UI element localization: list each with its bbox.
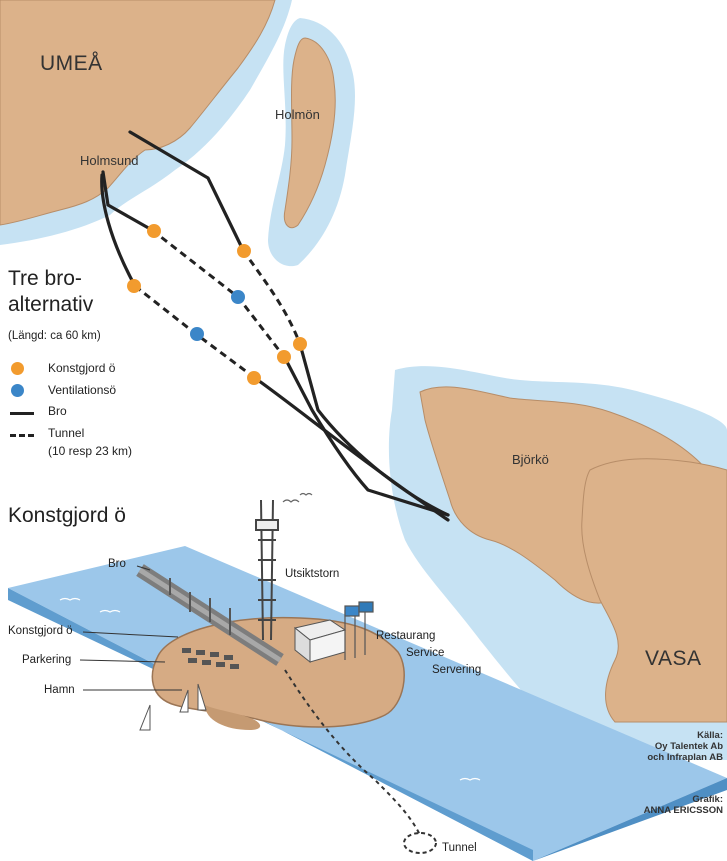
bridge-pylons [169,578,231,635]
place-label-holmsund: Holmsund [80,153,139,168]
route-middle-bridge-2 [283,356,450,517]
place-label-vasa: VASA [645,647,702,670]
ventilation-island-legend-symbol [11,384,24,397]
place-label-umea: UMEÅ [40,52,103,75]
inset-label-tunnel: Tunnel [442,842,477,854]
graphic-credit-line2: ANNA ERICSSON [643,805,723,816]
tower [255,499,279,641]
graphic-credit: Grafik: ANNA ERICSSON [644,794,723,816]
inset-label-parkering: Parkering [22,654,72,666]
waves [59,597,481,786]
inset-label-hamn: Hamn [44,684,75,696]
ventilation-island-marker [190,327,204,341]
route-islands [127,224,307,385]
route-north-bridge [128,130,245,252]
tunnel-exit [403,832,437,854]
artificial-island-marker [293,337,307,351]
artificial-island-marker [247,371,261,385]
route-middle-bridge [101,170,154,232]
route-middle-tunnel [151,228,287,359]
source-credit: Källa: Oy Talentek Ab och Infraplan AB [647,730,723,763]
legend-item-bridge: Bro [48,404,67,418]
legend-subtitle: (Längd: ca 60 km) [8,330,101,342]
route-south-bridge-2 [253,376,450,522]
land [0,0,727,723]
inset-label-servering: Servering [432,664,482,676]
inset-label-service: Service [406,647,445,659]
artificial-island-legend-symbol [11,362,24,375]
tunnel-legend-symbol [10,434,34,437]
artificial-island-marker [147,224,161,238]
inset-title: Konstgjord ö [8,504,126,527]
inset-label-konstgjord-o: Konstgjord ö [8,625,73,637]
inset-sea-edge [533,778,727,861]
source-credit-line3: och Infraplan AB [647,752,723,763]
legend-item-tunnel: Tunnel [48,426,85,440]
island-harbour [205,705,261,730]
sailboats [139,683,207,731]
inset-label-restaurang: Restaurang [376,630,436,642]
legend-tunnel-note: (10 resp 23 km) [48,444,133,458]
legend-title-line1: Tre bro- [8,267,82,290]
route-north-tunnel [241,249,302,345]
artificial-island-shape [151,616,405,728]
bridge-routes [100,130,450,522]
source-credit-line1: Källa: [697,730,723,741]
legend-title-line2: alternativ [8,293,94,316]
flags [344,601,374,660]
inset-label-bro: Bro [108,558,126,570]
callout-lines [79,565,182,691]
graphic-credit-line1: Grafik: [692,794,723,805]
holmon-island [283,37,336,229]
artificial-island-marker [237,244,251,258]
legend-item-ventilation-island: Ventilationsö [48,383,117,397]
inset-label-utsiktstorn: Utsiktstorn [285,568,340,580]
parked-cars [182,648,239,669]
place-label-holmon: Holmön [275,107,320,122]
route-south-bridge [100,173,137,288]
ventilation-island-marker [231,290,245,304]
place-label-bjorko: Björkö [512,452,549,467]
birds [282,492,313,503]
artificial-island-marker [127,279,141,293]
source-credit-line2: Oy Talentek Ab [654,741,723,752]
inset-sea-front [8,588,533,861]
umea-mainland [0,0,276,226]
legend-item-artificial-island: Konstgjord ö [48,361,116,375]
bridge-legend-symbol [10,412,34,415]
vasa-mainland [581,458,727,723]
inset-tunnel [284,669,421,836]
inset-illustration [8,492,727,861]
artificial-island-marker [277,350,291,364]
